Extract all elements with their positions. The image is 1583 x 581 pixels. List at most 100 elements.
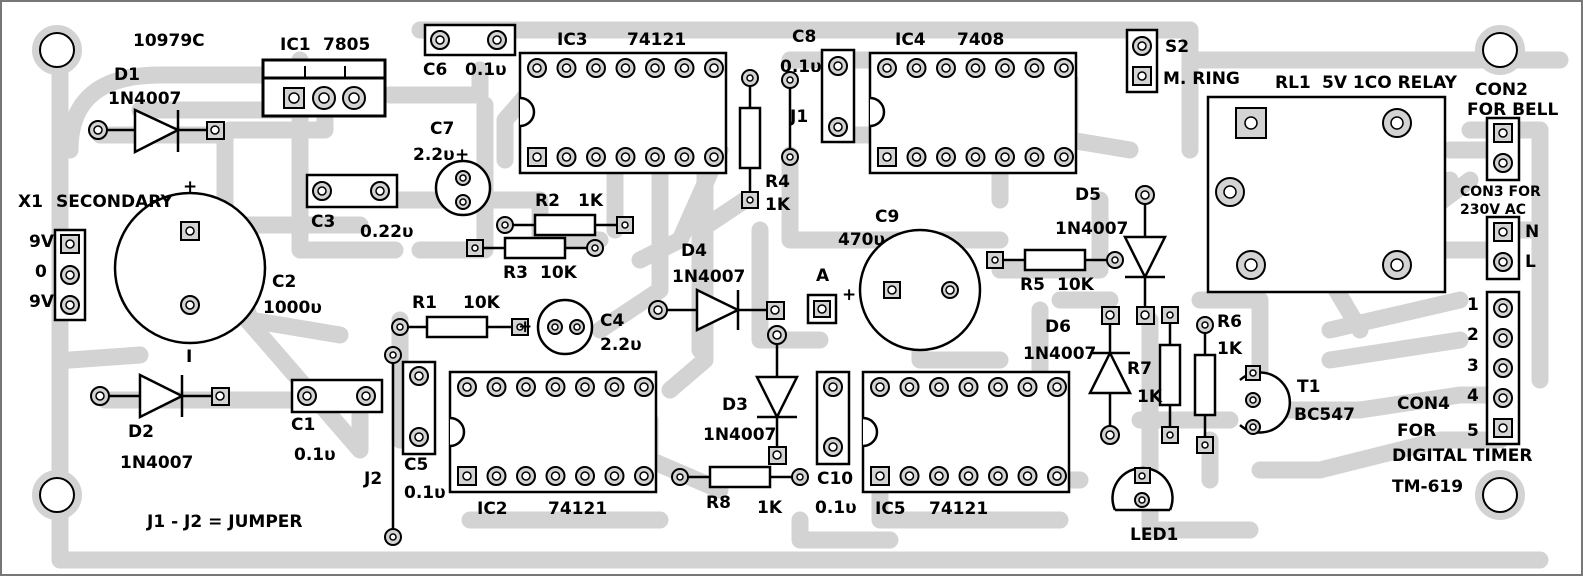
ic5-pin-hole — [1022, 382, 1033, 392]
ic3-pin-hole — [650, 63, 660, 73]
connector-x1 — [53, 228, 87, 322]
c9-value-label: 470υ — [838, 230, 885, 250]
ic4-pin-hole — [882, 152, 892, 162]
con4-label: CON4 — [1397, 394, 1450, 414]
j2-label: J2 — [363, 469, 382, 489]
r7-value-label: 1K — [1137, 387, 1163, 407]
resistor-r1 — [391, 315, 529, 339]
ic3-pin-hole — [532, 63, 542, 73]
ic5-pin-hole — [1052, 382, 1062, 392]
tm-code-label: TM-619 — [1392, 477, 1463, 497]
c3-value-label: 0.22υ — [360, 222, 413, 242]
ic2-pin-hole — [491, 471, 502, 481]
tap-0v: 0 — [35, 262, 47, 282]
con3-label: CON3 FOR — [1460, 184, 1541, 200]
con4-pin5: 5 — [1467, 421, 1479, 441]
connector-con4 — [1485, 290, 1521, 446]
capacitor-c6 — [423, 23, 517, 57]
c7-value-label: 2.2υ — [413, 145, 455, 165]
d6-part-label: 1N4007 — [1023, 344, 1096, 364]
c1-value-label: 0.1υ — [294, 445, 336, 465]
neutral-label: N — [1525, 222, 1539, 242]
c4-value-label: 2.2υ — [600, 335, 642, 355]
ic5-pin-hole — [875, 382, 885, 392]
test-point-a — [806, 293, 838, 325]
c8-label: C8 — [792, 27, 816, 47]
ic3-pin-hole — [650, 152, 660, 162]
ic5-pin-hole — [934, 382, 944, 392]
c3-label: C3 — [311, 212, 335, 232]
diode-d1 — [88, 108, 225, 155]
ic4-pin-hole — [911, 63, 922, 73]
relay-spec-label: 5V 1CO RELAY — [1322, 73, 1458, 93]
ic4-pin-hole — [941, 63, 951, 73]
ic3-pin-hole — [561, 152, 572, 162]
r8-value-label: 1K — [757, 498, 783, 518]
r2-value-label: 1K — [578, 191, 604, 211]
mounting-holes — [32, 25, 1525, 520]
capacitor-c3 — [305, 173, 399, 209]
capacitor-c5 — [401, 360, 437, 456]
c10-value-label: 0.1υ — [815, 498, 857, 518]
c10-label: C10 — [817, 469, 853, 489]
ic2-pin-hole — [609, 382, 620, 392]
capacitor-c10 — [815, 370, 851, 466]
ic5-pin-hole — [993, 382, 1003, 392]
ic3-label: IC3 — [557, 30, 588, 50]
d5-part-label: 1N4007 — [1055, 219, 1128, 239]
ic4-pin-hole — [1000, 63, 1010, 73]
ic4-pin-hole — [941, 152, 951, 162]
ic2-pin-hole — [462, 471, 472, 481]
ic4-pin-hole — [970, 63, 981, 73]
c2-label: C2 — [272, 272, 296, 292]
led-led1 — [1111, 466, 1174, 512]
silkscreen-labels: 10979C D1 1N4007 IC1 7805 C6 0.1υ IC3 74… — [18, 27, 1558, 545]
c1-label: C1 — [291, 415, 315, 435]
con4-for-label: FOR — [1397, 421, 1436, 441]
d1-label: D1 — [114, 65, 140, 85]
ic2-pin-hole — [580, 471, 590, 481]
rl1-label: RL1 — [1275, 73, 1311, 93]
ic3-pin-hole — [591, 152, 601, 162]
ic5-pin-hole — [875, 471, 885, 481]
c2-minus: I — [186, 347, 192, 367]
capacitor-c4 — [536, 298, 594, 356]
ic2-pin-hole — [521, 471, 531, 481]
r4-label: R4 — [765, 172, 790, 192]
resistor-r7 — [1158, 306, 1182, 444]
ic4-pin-hole — [1059, 63, 1069, 73]
board-id-label: 10979C — [133, 31, 205, 51]
footer-jumper-note: J1 - J2 = JUMPER — [146, 512, 303, 532]
resistor-r2 — [496, 213, 634, 237]
ic5-pin-hole — [993, 471, 1003, 481]
ac-label: 230V AC — [1460, 202, 1526, 218]
tap-9v-top: 9V — [29, 232, 55, 252]
d2-label: D2 — [128, 422, 154, 442]
capacitor-c9 — [858, 228, 982, 352]
c2-value-label: 1000υ — [263, 298, 322, 318]
led1-label: LED1 — [1130, 525, 1178, 545]
ic5-label: IC5 — [875, 499, 906, 519]
ic4-part-label: 7408 — [957, 30, 1004, 50]
x1-label: X1 — [18, 192, 43, 212]
capacitor-c1 — [290, 378, 384, 414]
ic-pins — [457, 58, 1074, 486]
ic2-part-label: 74121 — [548, 499, 607, 519]
resistor-r4 — [738, 69, 762, 209]
for-bell-label: FOR BELL — [1467, 100, 1558, 120]
r5-label: R5 — [1020, 275, 1045, 295]
ic2-pin-hole — [639, 382, 649, 392]
capacitor-c2 — [113, 191, 267, 345]
ic2-pin-hole — [550, 382, 561, 392]
c2-plus: + — [183, 177, 197, 197]
ic4-label: IC4 — [895, 30, 926, 50]
r6-value-label: 1K — [1217, 339, 1243, 359]
relay-rl1 — [1206, 95, 1447, 294]
ic2-pin-hole — [462, 382, 472, 392]
ic5-part-label: 74121 — [929, 499, 988, 519]
con4-pin1: 1 — [1467, 295, 1479, 315]
tap-9v-bottom: 9V — [29, 292, 55, 312]
diode-d4 — [648, 287, 785, 333]
ic2-pin-hole — [580, 382, 590, 392]
